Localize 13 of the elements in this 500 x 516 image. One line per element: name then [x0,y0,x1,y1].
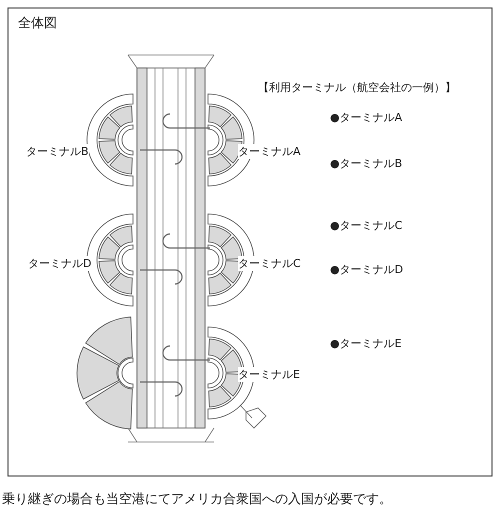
caption: 乗り継ぎの場合も当空港にてアメリカ合衆国への入国が必要です。 [2,491,392,508]
terminal-list-item: ●ターミナルE [330,336,402,351]
terminal-label: ターミナルC [238,256,301,271]
title: 全体図 [18,15,57,32]
terminal-list-item: ●ターミナルA [330,110,402,125]
terminal-list-item: ●ターミナルD [330,262,404,277]
terminal-label: ターミナルE [238,367,300,382]
legend-heading: 【利用ターミナル（航空会社の一例）】 [258,80,456,95]
terminal-list-item: ●ターミナルB [330,156,402,171]
terminal-label: ターミナルB [26,144,89,159]
terminal-label: ターミナルA [238,144,301,159]
terminal-list-item: ●ターミナルC [330,218,402,233]
terminal-label: ターミナルD [28,256,92,271]
